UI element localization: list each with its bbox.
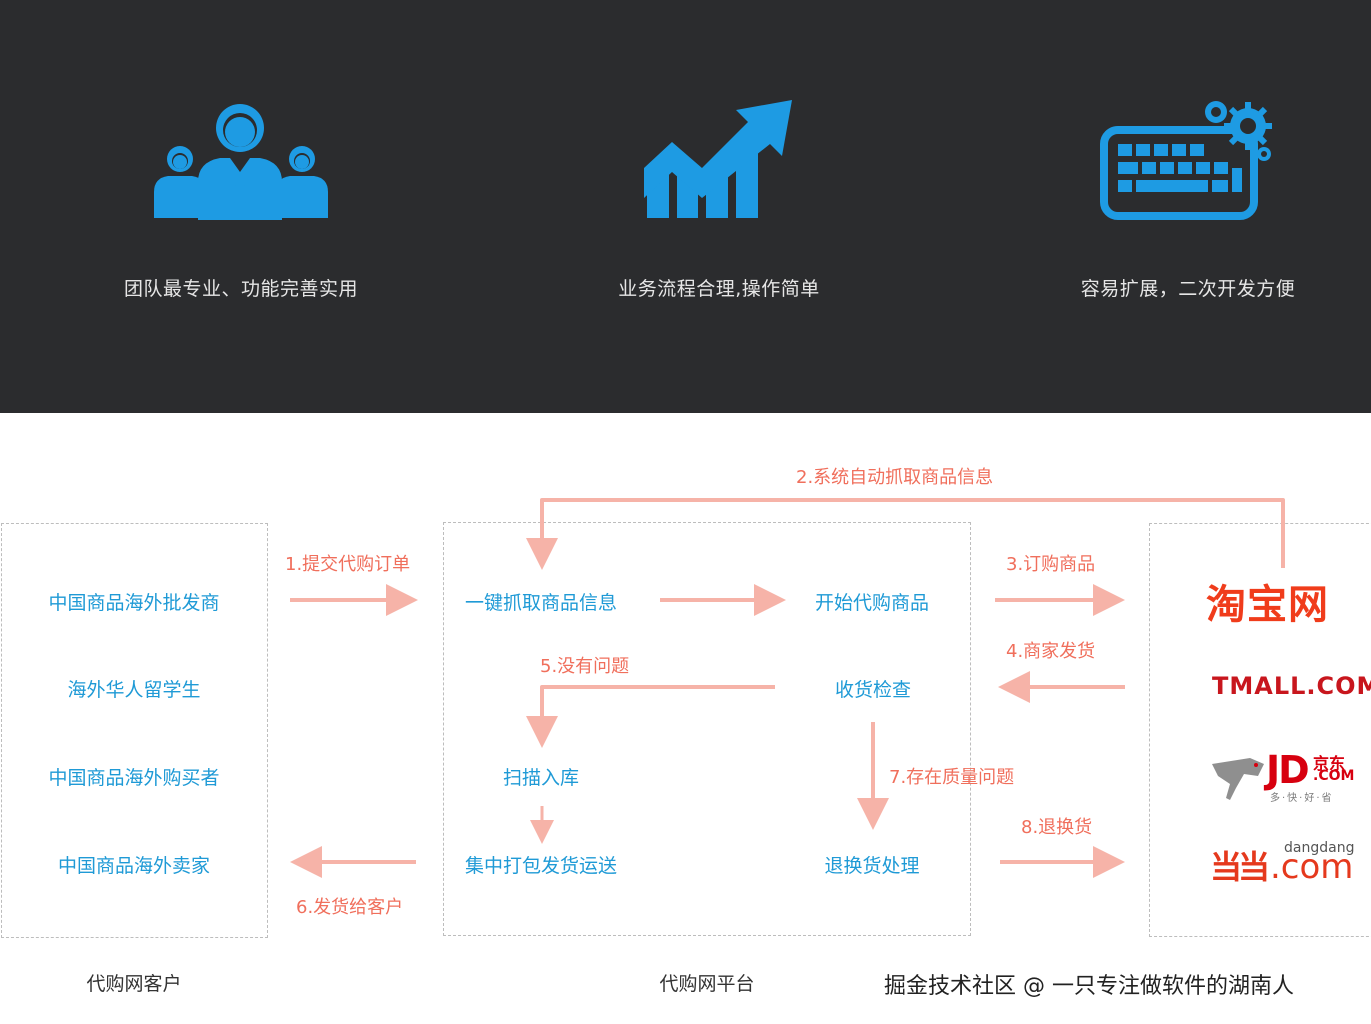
stores-panel <box>1149 523 1371 937</box>
step-scan-storage: 扫描入库 <box>502 767 580 789</box>
step-grab-info: 一键抓取商品信息 <box>464 592 618 614</box>
jd-chinese-name: 京东 <box>1313 754 1346 773</box>
feature-label-team: 团队最专业、功能完善实用 <box>123 278 358 300</box>
label-order-goods: 3.订购商品 <box>1006 554 1096 575</box>
step-start-purchase: 开始代购商品 <box>814 592 930 614</box>
label-return-goods: 8.退换货 <box>1021 817 1093 838</box>
keyboard-gears-icon <box>1100 101 1272 220</box>
team-icon <box>154 104 328 220</box>
tmall-logo: TMALL.COM <box>1212 672 1371 700</box>
arrow-no-problem <box>526 685 775 748</box>
jd-logo: JD <box>1266 748 1310 792</box>
label-submit-order: 1.提交代购订单 <box>285 554 411 575</box>
growth-chart-icon <box>644 100 792 218</box>
features-banner: 团队最专业、功能完善实用 业务流程合理,操作简单 容易扩展，二次开发方便 <box>0 0 1371 413</box>
customer-seller: 中国商品海外卖家 <box>57 855 211 877</box>
dangdang-domain: .com <box>1270 847 1354 887</box>
label-ship-customer: 6.发货给客户 <box>296 897 404 918</box>
dangdang-logo: 当当 <box>1210 848 1270 886</box>
jd-dog-icon <box>1212 758 1264 800</box>
dangdang-wordmark: dangdang <box>1284 840 1355 856</box>
step-return-handle: 退换货处理 <box>824 855 920 877</box>
customer-wholesaler: 中国商品海外批发商 <box>48 592 220 614</box>
label-merchant-ship: 4.商家发货 <box>1006 641 1096 662</box>
customer-buyer: 中国商品海外购买者 <box>48 767 220 789</box>
customers-panel <box>1 523 268 938</box>
customer-student: 海外华人留学生 <box>67 679 201 701</box>
watermark: 掘金技术社区 @ 一只专注做软件的湖南人 <box>884 974 1294 999</box>
feature-label-extensible: 容易扩展，二次开发方便 <box>1080 278 1296 300</box>
platform-caption: 代购网平台 <box>659 973 755 995</box>
label-quality-issue: 7.存在质量问题 <box>889 767 1015 788</box>
label-auto-grab: 2.系统自动抓取商品信息 <box>796 467 994 488</box>
feature-label-process: 业务流程合理,操作简单 <box>618 278 820 300</box>
arrow-auto-grab <box>526 498 1285 570</box>
label-no-problem: 5.没有问题 <box>540 656 630 677</box>
taobao-logo: 淘宝网 <box>1206 582 1329 628</box>
customers-caption: 代购网客户 <box>86 973 182 995</box>
step-inspect: 收货检查 <box>834 679 912 701</box>
jd-slogan: 多·快·好·省 <box>1270 793 1334 804</box>
step-pack-ship: 集中打包发货运送 <box>464 855 618 877</box>
jd-domain: .COM <box>1313 768 1355 784</box>
